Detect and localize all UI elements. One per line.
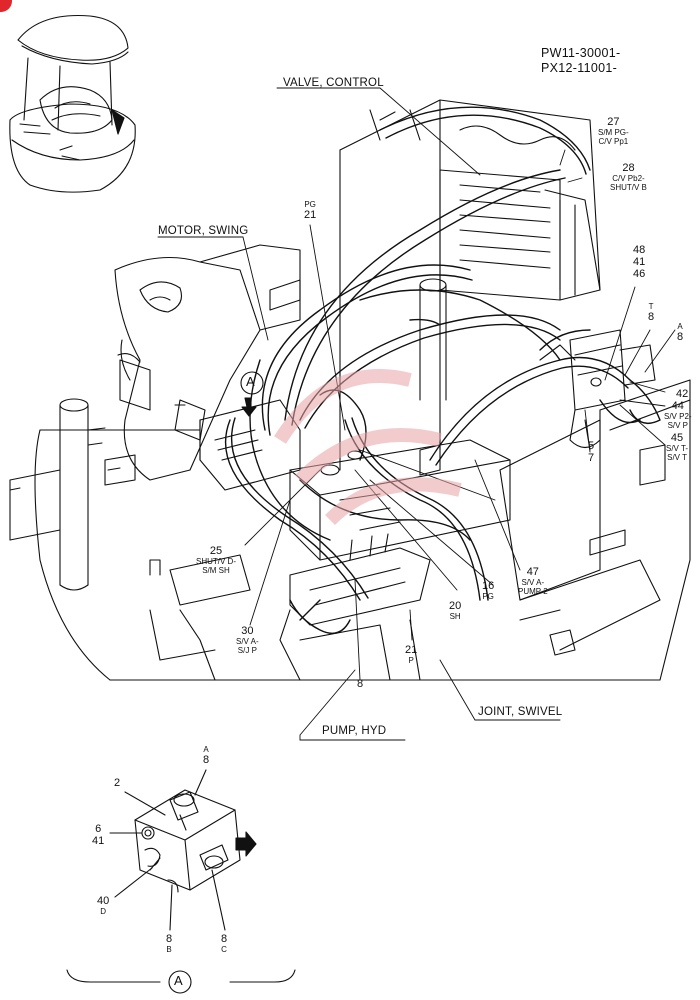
detail-callout-6-41: 6 41: [92, 823, 105, 847]
callout-28: 28 C/V Pb2- SHUT/V B: [610, 162, 647, 192]
callout-21-p: 21 P: [405, 644, 418, 665]
callout-44: 44 S/V P2- S/V P: [664, 400, 692, 430]
serial-number-2: PX12-11001-: [541, 61, 618, 75]
callout-t-8: T 8: [648, 302, 655, 323]
hydraulic-hoses: [224, 106, 661, 634]
view-a-marker: A: [246, 374, 255, 389]
callout-16: 16 PG: [482, 580, 495, 601]
callout-a-8: A 8: [677, 322, 684, 343]
upper-frame: [9, 99, 691, 681]
label-valve-control: VALVE, CONTROL: [283, 77, 384, 89]
callout-5-7: 5 7: [588, 440, 595, 464]
serial-number-1: PW11-30001-: [541, 46, 621, 60]
detail-callout-40-d: 40 D: [97, 895, 110, 916]
detail-view-label: A: [174, 973, 183, 988]
view-a-arrow: [240, 371, 264, 417]
detail-callout-2: 2: [114, 777, 121, 789]
label-joint-swivel: JOINT, SWIVEL: [478, 706, 563, 718]
callout-20: 20 SH: [449, 600, 462, 621]
label-pump-hyd: PUMP, HYD: [322, 725, 387, 737]
callout-pg-21: PG 21: [304, 200, 317, 221]
callout-45: 45 S/V T- S/V T: [666, 432, 689, 462]
detail-callout-8-c: 8 C: [221, 933, 228, 954]
detail-a-view: [66, 769, 296, 994]
callout-30: 30 S/V A- S/J P: [236, 625, 259, 655]
callout-48-41-46: 48 41 46: [633, 244, 646, 280]
label-motor-swing: MOTOR, SWING: [158, 225, 249, 237]
callout-47: 47 S/V A- PUMP 2: [518, 566, 548, 596]
detail-callout-8-b: 8 B: [166, 933, 173, 954]
machine-thumbnail: [9, 14, 136, 193]
detail-callout-a-8: A 8: [203, 745, 210, 766]
callout-25: 25 SHUT/V D- S/M SH: [196, 545, 236, 575]
watermark-logo: [274, 369, 462, 526]
callout-27: 27 S/M PG- C/V Pp1: [598, 116, 629, 146]
serial-numbers: PW11-30001- PX12-11001-: [541, 46, 621, 76]
callout-42: 42: [676, 388, 689, 400]
callout-8: 8: [357, 678, 364, 690]
